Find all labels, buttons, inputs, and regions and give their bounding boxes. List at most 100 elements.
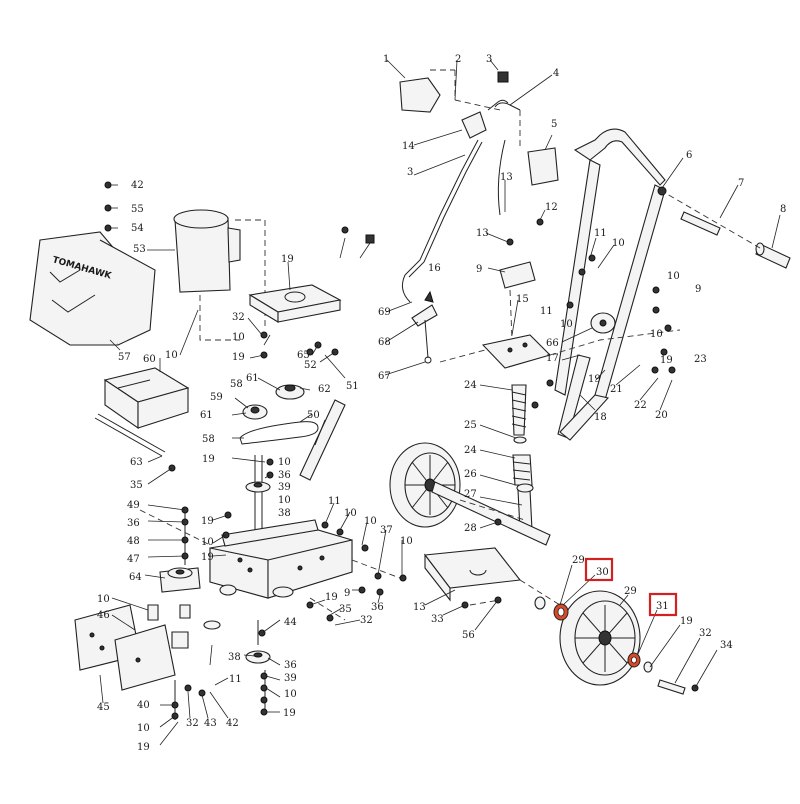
highlight-box-part-29-right[interactable] [648, 592, 678, 617]
callout-label: 19 [137, 742, 150, 753]
callout-label: 47 [127, 554, 140, 565]
callout-label: 60 [143, 354, 156, 365]
callout-label: 43 [204, 718, 217, 729]
callout-label: 45 [97, 702, 110, 713]
callout-label: 11 [540, 306, 553, 317]
callout-label: 21 [610, 384, 623, 395]
callout-label: 24 [464, 445, 477, 456]
callout-label: 2 [455, 54, 461, 65]
callout-label: 36 [371, 602, 384, 613]
callout-label: 10 [278, 457, 291, 468]
callout-label: 50 [307, 410, 320, 421]
callout-label: 58 [230, 379, 243, 390]
callout-label: 54 [131, 223, 144, 234]
callout-label: 38 [278, 508, 291, 519]
callout-label: 32 [232, 312, 245, 323]
callout-label: 55 [131, 204, 144, 215]
callout-label: 10 [560, 319, 573, 330]
callout-label: 35 [130, 480, 143, 491]
cutter-assembly [74, 508, 271, 720]
callout-label: 26 [464, 469, 477, 480]
callout-label: 3 [486, 54, 492, 65]
callout-label: 9 [695, 284, 701, 295]
callout-label: 19 [201, 516, 214, 527]
callout-label: 20 [655, 410, 668, 421]
engine-assembly [29, 209, 342, 545]
callout-label: 68 [378, 337, 391, 348]
callout-label: 49 [127, 500, 140, 511]
callout-label: 30 [596, 567, 609, 578]
callout-label: 16 [428, 263, 441, 274]
highlight-box-part-29-left[interactable] [584, 557, 614, 582]
callout-label-highlighted[interactable]: 29 [572, 555, 585, 566]
leader-lines [99, 59, 781, 746]
callout-label: 7 [738, 178, 744, 189]
callout-label: 10 [201, 537, 214, 548]
callout-label: 10 [612, 238, 625, 249]
callout-label: 10 [232, 332, 245, 343]
callout-label: 3 [407, 167, 413, 178]
callout-label: 10 [344, 508, 357, 519]
callout-label: 10 [278, 495, 291, 506]
callout-label: 52 [304, 360, 317, 371]
callout-label: 19 [588, 374, 601, 385]
callout-label: 19 [281, 254, 294, 265]
callout-label: 10 [364, 516, 377, 527]
callout-label: 34 [720, 640, 733, 651]
callout-label: 53 [133, 244, 146, 255]
lift-spring-column [511, 384, 534, 531]
callout-label: 32 [186, 718, 199, 729]
callout-label: 36 [127, 518, 140, 529]
callout-label: 13 [476, 228, 489, 239]
callout-label: 29 [624, 586, 637, 597]
callout-label: 10 [165, 350, 178, 361]
callout-label: 32 [699, 628, 712, 639]
callout-label: 5 [551, 119, 557, 130]
callout-label: 10 [97, 594, 110, 605]
callout-label: 65 [297, 350, 310, 361]
callout-label: 32 [360, 615, 373, 626]
rear-wheel-and-axle [389, 442, 551, 546]
callout-label: 40 [137, 700, 150, 711]
callout-label: 9 [476, 264, 482, 275]
callout-label: 19 [232, 352, 245, 363]
callout-label: 51 [346, 381, 359, 392]
callout-label: 42 [226, 718, 239, 729]
callout-label: 27 [464, 489, 477, 500]
callout-label: 14 [402, 141, 415, 152]
callout-label: 1 [383, 54, 389, 65]
callout-label: 10 [650, 329, 663, 340]
handle-assembly [399, 69, 791, 441]
callout-label: 15 [516, 294, 529, 305]
callout-label: 36 [278, 470, 291, 481]
callout-label: 61 [246, 373, 259, 384]
callout-label: 9 [344, 588, 350, 599]
callout-label: 64 [129, 572, 142, 583]
callout-label: 13 [500, 172, 513, 183]
callout-label: 17 [546, 353, 559, 364]
callout-label: 58 [202, 434, 215, 445]
callout-label: 19 [201, 552, 214, 563]
callout-label: 69 [378, 307, 391, 318]
callout-label: 19 [202, 454, 215, 465]
callout-label: 28 [464, 523, 477, 534]
callout-label: 10 [137, 723, 150, 734]
callout-label: 46 [97, 610, 110, 621]
callout-label: 11 [229, 674, 242, 685]
callout-label: 33 [431, 614, 444, 625]
callout-label: 6 [686, 150, 692, 161]
callout-label-highlighted[interactable]: 31 [656, 601, 669, 612]
callout-label: 67 [378, 371, 391, 382]
callout-label: 44 [284, 617, 297, 628]
callout-label: 23 [694, 354, 707, 365]
callout-label: 19 [283, 708, 296, 719]
callout-label: 66 [546, 338, 559, 349]
callout-label: 56 [462, 630, 475, 641]
callout-label: 48 [127, 536, 140, 547]
callout-label: 11 [594, 228, 607, 239]
callout-label: 4 [553, 68, 559, 79]
callout-label: 22 [634, 400, 647, 411]
